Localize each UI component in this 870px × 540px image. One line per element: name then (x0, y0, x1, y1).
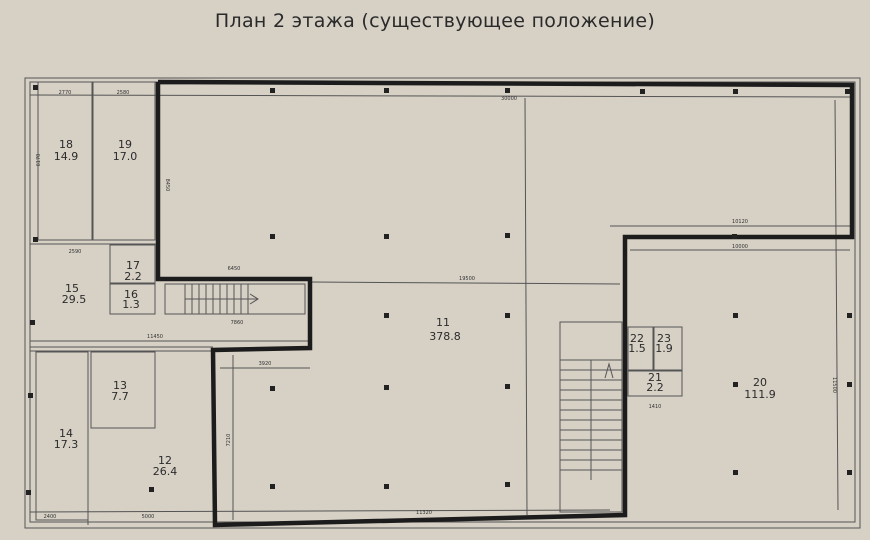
dimension-label: 2770 (59, 90, 72, 96)
room-number: 16 (124, 288, 138, 301)
room-area: 2.2 (646, 381, 664, 394)
dimension-label: 11320 (416, 510, 432, 516)
room-area: 26.4 (153, 465, 178, 478)
dimension-label: 11450 (147, 334, 163, 340)
room-area: 378.8 (429, 330, 461, 343)
plan-title: План 2 этажа (существующее положение) (214, 10, 656, 32)
dimension-label: 7860 (231, 320, 244, 326)
outer-frame (24, 77, 861, 529)
dimension-label: 2580 (117, 90, 130, 96)
dimension-line (309, 281, 621, 285)
dimension-label: 2400 (44, 514, 57, 520)
room-area: 7.7 (111, 390, 129, 403)
dimension-label: 8450 (164, 179, 170, 192)
room-area: 14.9 (54, 150, 79, 163)
dimension-label: 11500 (831, 377, 837, 393)
room-18-outline (37, 81, 93, 241)
room-area: 17.3 (54, 438, 79, 451)
room-19-outline (92, 81, 156, 241)
dimension-label: 5000 (142, 514, 155, 520)
staircase-right (559, 321, 623, 513)
inner-frame (29, 81, 856, 523)
room-area: 111.9 (744, 388, 776, 401)
room-number: 22 (630, 332, 644, 345)
room-number: 13 (113, 379, 127, 392)
room-number: 15 (65, 282, 79, 295)
room-number: 14 (59, 427, 73, 440)
dimension-label: 30000 (501, 96, 517, 102)
room-23-outline (653, 326, 683, 371)
dimension-line-bottom (29, 509, 611, 513)
dimension-label: 6170 (36, 154, 42, 167)
columns (26, 85, 852, 495)
room-number: 19 (118, 138, 132, 151)
room-number: 12 (158, 454, 172, 467)
staircase-left (164, 283, 306, 315)
dimension-label: 10120 (732, 219, 748, 225)
room-area: 1.9 (655, 342, 673, 355)
dimension-label: 6450 (228, 266, 241, 272)
dimension-label: 7210 (226, 434, 232, 447)
room-number: 11 (436, 316, 450, 329)
room-16-outline (109, 283, 156, 315)
room-22-outline (627, 326, 654, 371)
room-area: 17.0 (113, 150, 138, 163)
dimension-label: 19500 (459, 276, 475, 282)
room-21-outline (627, 370, 683, 397)
room-area: 1.3 (122, 298, 140, 311)
dimension-label: 2590 (69, 249, 82, 255)
room-number: 23 (657, 332, 671, 345)
dimension-label: 3920 (259, 361, 272, 367)
dimension-line-right (834, 99, 839, 511)
room-number: 20 (753, 376, 767, 389)
room-number: 18 (59, 138, 73, 151)
room-area: 1.5 (628, 342, 646, 355)
room-number: 17 (126, 259, 140, 272)
dimension-label: 1410 (649, 404, 662, 410)
exterior-wall (155, 79, 855, 528)
room-area: 2.2 (124, 270, 142, 283)
axis-line (524, 97, 528, 516)
room-number: 21 (648, 371, 662, 384)
room-area: 29.5 (62, 293, 87, 306)
room-13-outline (90, 351, 156, 429)
dimension-label: 10000 (732, 244, 748, 250)
dimension-line-top (29, 94, 851, 98)
room-17-outline (109, 244, 156, 284)
